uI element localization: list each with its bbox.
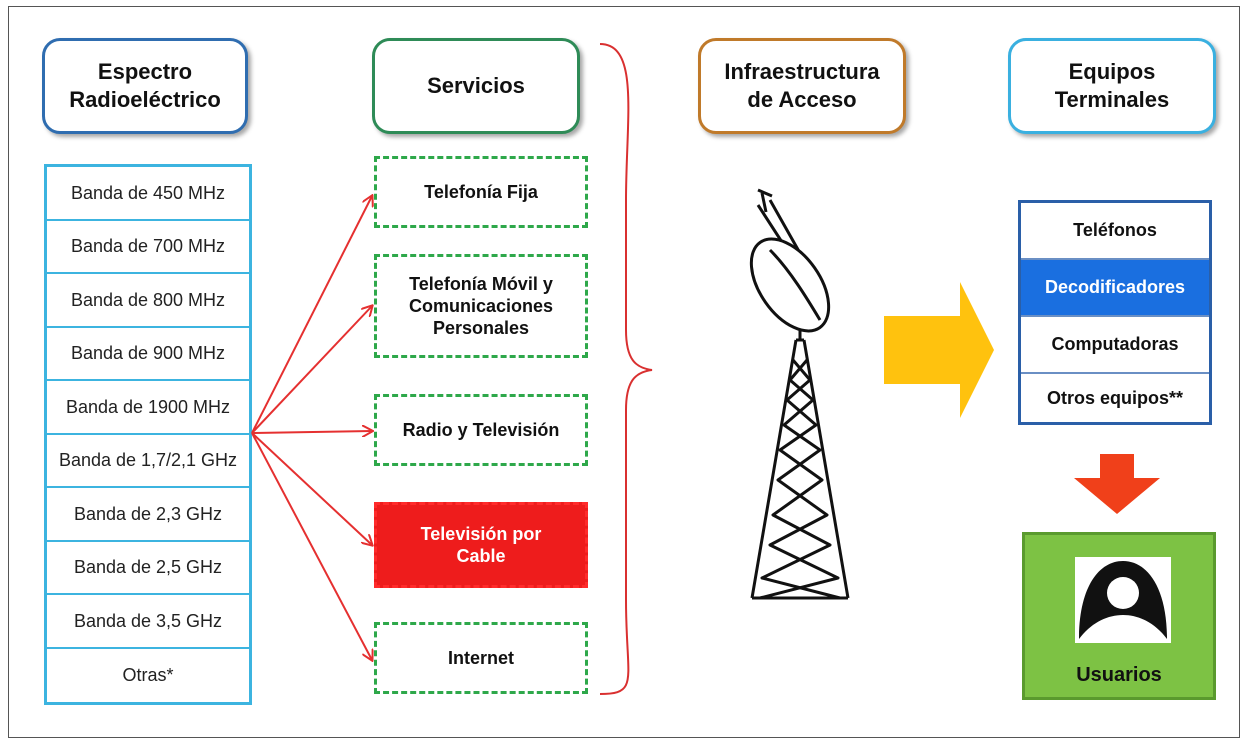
arrow-to-internet [251, 432, 372, 660]
tower-icon [749, 188, 850, 600]
band-item: Banda de 900 MHz [47, 328, 249, 381]
band-item: Banda de 1,7/2,1 GHz [47, 435, 249, 488]
header-services-label: Servicios [427, 73, 525, 98]
band-item: Banda de 2,3 GHz [47, 488, 249, 542]
equipment-other: Otros equipos** [1046, 387, 1184, 408]
header-terminals: Equipos Terminales [1008, 38, 1216, 134]
users-box: Usuarios [1022, 532, 1216, 700]
band-item: Banda de 800 MHz [47, 274, 249, 328]
header-terminals-label: Equipos Terminales [1054, 59, 1170, 112]
arrow-to-mobile-telephony [251, 306, 372, 434]
equipment-computers: Computadoras [1021, 317, 1209, 374]
header-infrastructure-label: Infraestructura de Acceso [724, 59, 880, 112]
users-label: Usuarios [1076, 664, 1162, 686]
service-internet: Internet [374, 622, 588, 694]
band-item: Banda de 2,5 GHz [47, 542, 249, 595]
service-mobile-telephony: Telefonía Móvil y Comunicaciones Persona… [374, 254, 588, 358]
service-fixed-telephony: Telefonía Fija [374, 156, 588, 228]
header-services: Servicios [372, 38, 580, 134]
red-arrows [251, 196, 372, 660]
services-brace [599, 43, 653, 695]
band-list: Banda de 450 MHz Banda de 700 MHz Banda … [44, 164, 252, 705]
big-arrow-right [884, 282, 994, 418]
equipment-phones: Teléfonos [1021, 203, 1209, 260]
header-infrastructure: Infraestructura de Acceso [698, 38, 906, 134]
header-spectrum: Espectro Radioeléctrico [42, 38, 248, 134]
service-radio-tv: Radio y Televisión [374, 394, 588, 466]
down-arrow-red [1074, 454, 1160, 514]
arrow-to-fixed-telephony [251, 196, 372, 434]
band-item: Banda de 1900 MHz [47, 381, 249, 435]
band-item: Banda de 3,5 GHz [47, 595, 249, 649]
arrow-to-cable-tv [251, 432, 372, 545]
equipment-decoders: Decodificadores [1021, 260, 1209, 317]
band-item: Banda de 700 MHz [47, 221, 249, 274]
user-avatar-icon [1075, 557, 1171, 643]
arrow-to-radio-tv [251, 431, 372, 433]
service-cable-tv: Televisión por Cable [374, 502, 588, 588]
band-item: Banda de 450 MHz [47, 167, 249, 221]
header-spectrum-label: Espectro Radioeléctrico [69, 59, 221, 112]
equipment-list: Teléfonos Decodificadores Computadoras O… [1018, 200, 1212, 425]
band-item: Otras* [122, 665, 174, 686]
